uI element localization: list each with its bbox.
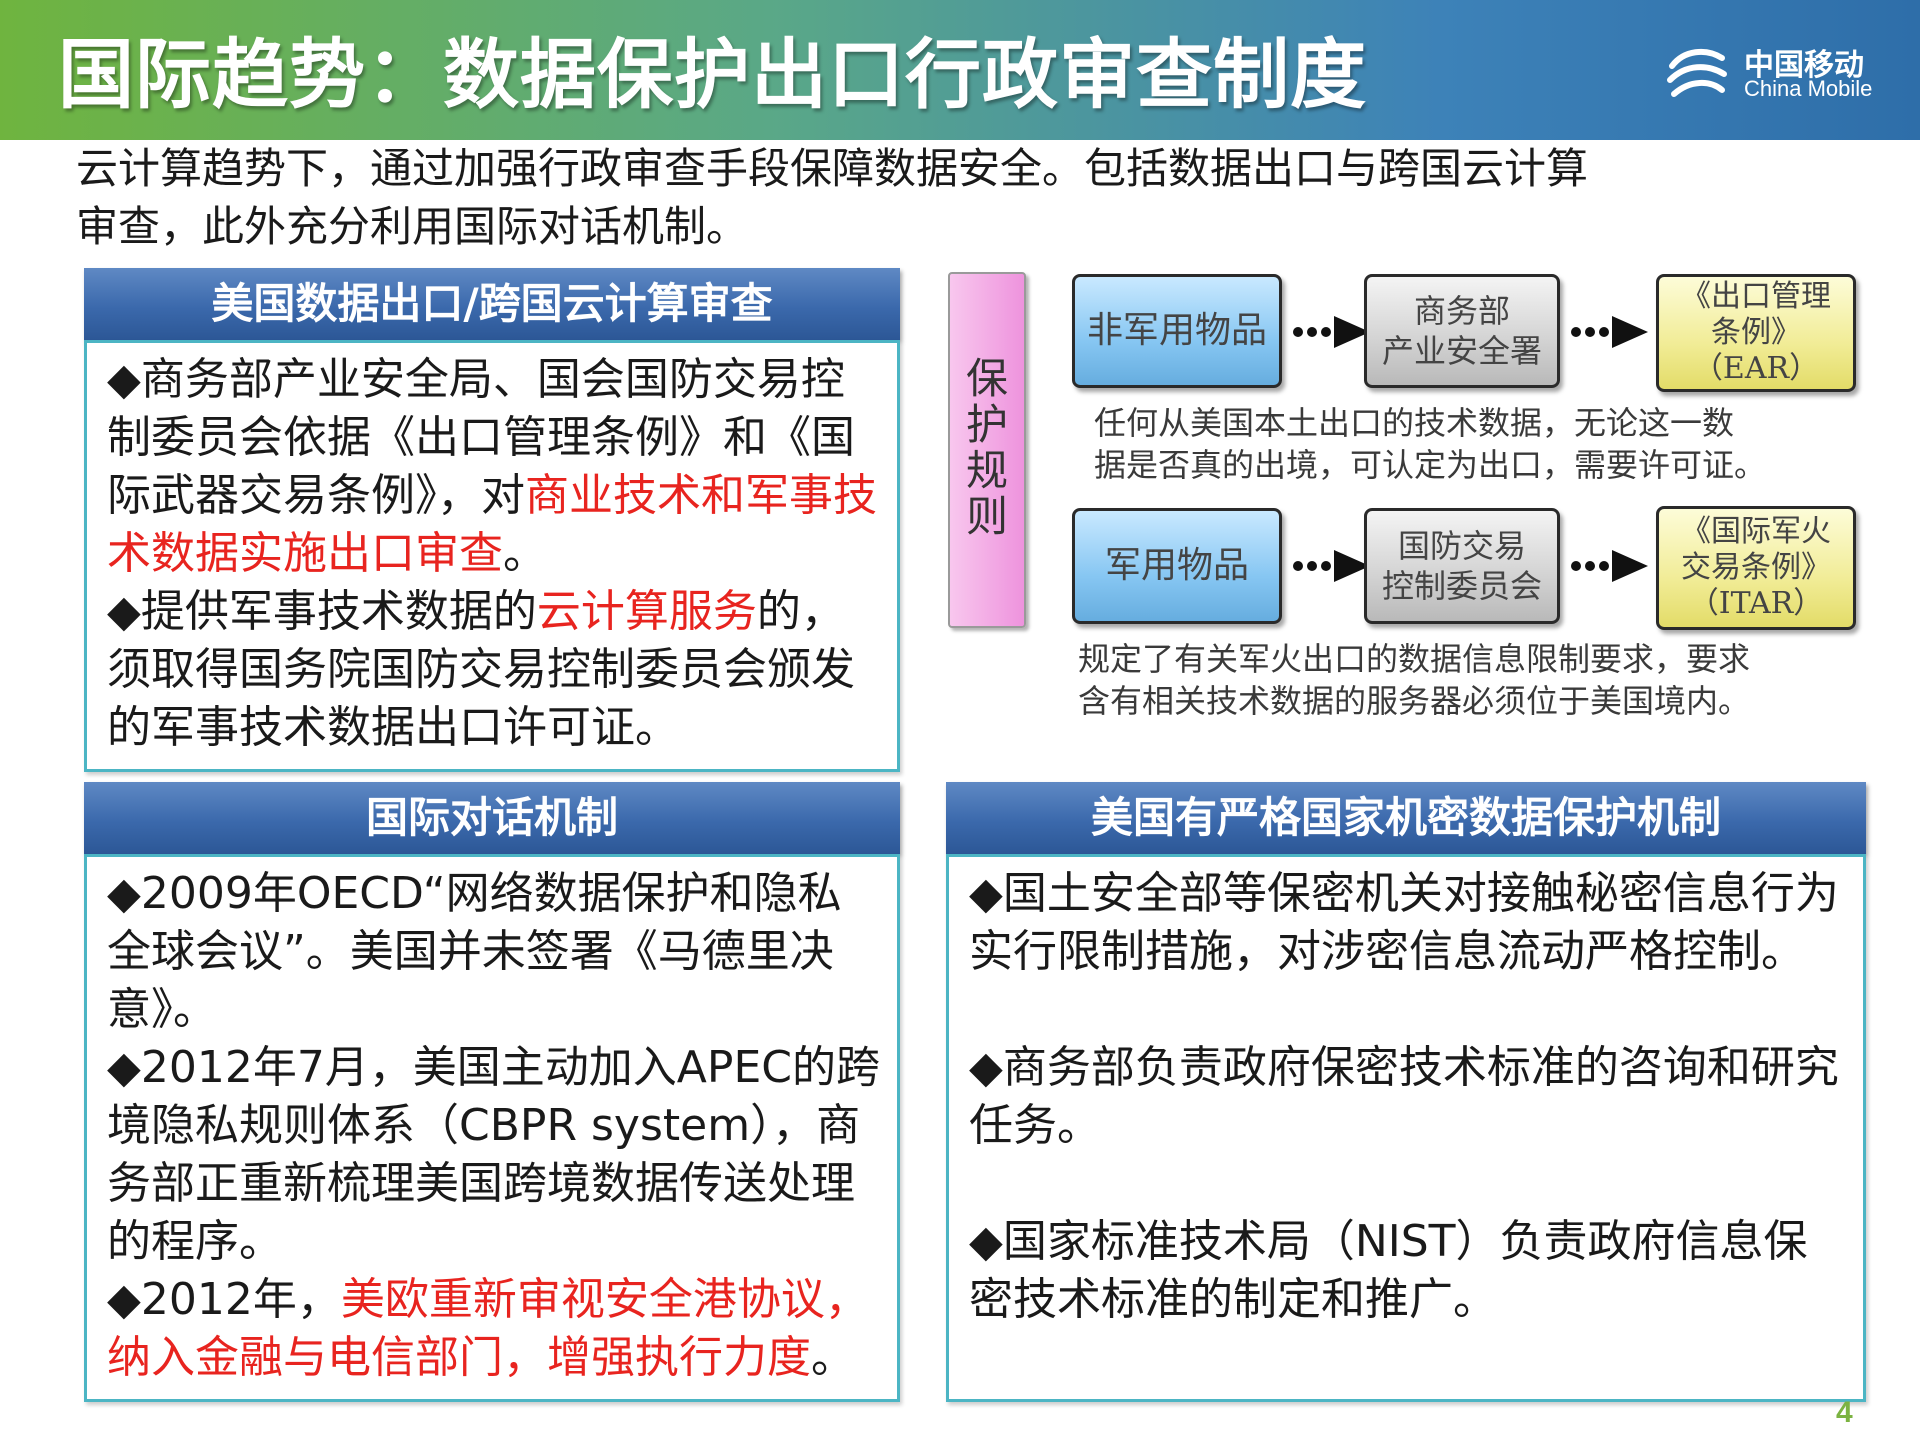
us-export-paragraph-1: ◆商务部产业安全局、国会国防交易控制委员会依据《出口管理条例》和《国际武器交易条…: [107, 351, 881, 583]
dialogue-p3-highlight: 美欧重新审视安全港协议，纳入金融与电信部门，增强执行力度: [107, 1274, 869, 1383]
protection-rules-label: 保护规则: [965, 354, 1008, 541]
military-items-label: 军用物品: [1104, 545, 1249, 586]
ddtc-agency-label: 国防交易 控制委员会: [1381, 527, 1542, 605]
row1-note: 任何从美国本土出口的技术数据，无论这一数 据是否真的出境，可认定为出口，需要许可…: [1094, 404, 1767, 484]
intro-line-2: 审查，此外充分利用国际对话机制。: [76, 202, 749, 251]
panel-body-secret: ◆国土安全部等保密机关对接触秘密信息行为实行限制措施，对涉密信息流动严格控制。 …: [946, 854, 1866, 1402]
us-export-p1-end: 。: [503, 528, 547, 579]
dialogue-p3-end: 。: [811, 1332, 855, 1383]
us-export-p2-end: 的，须取得国务院国防交易控制委员会颁发的军事技术数据出口许可证。: [107, 586, 855, 753]
ear-law-box: 《出口管理 条例》 （EAR）: [1656, 274, 1856, 392]
us-export-p2-text: ◆提供军事技术数据的: [107, 586, 537, 637]
itar-law-label: 《国际军火 交易条例》 （ITAR）: [1681, 514, 1831, 621]
intro-line-1: 云计算趋势下，通过加强行政审查手段保障数据安全。包括数据出口与跨国云计算: [76, 144, 1589, 193]
protection-rules-bar: 保护规则: [948, 272, 1026, 628]
logo-text-en: China Mobile: [1744, 76, 1873, 101]
bis-agency-box: 商务部 产业安全署: [1364, 274, 1560, 388]
row2-note: 规定了有关军火出口的数据信息限制要求，要求 含有相关技术数据的服务器必须位于美国…: [1078, 640, 1751, 720]
us-export-paragraph-2: ◆提供军事技术数据的云计算服务的，须取得国务院国防交易控制委员会颁发的军事技术数…: [107, 583, 881, 757]
title-banner: 国际趋势：数据保护出口行政审查制度 中国移动 China Mobile: [0, 0, 1920, 140]
arrow-right-icon: [1293, 550, 1370, 582]
page-number: 4: [1836, 1396, 1853, 1429]
bis-agency-label: 商务部 产业安全署: [1381, 292, 1542, 370]
logo-text-cn: 中国移动: [1744, 48, 1864, 83]
us-export-p2-highlight: 云计算服务: [536, 586, 757, 637]
panel-header-secret: 美国有严格国家机密数据保护机制: [946, 782, 1866, 854]
panel-body-dialogue: ◆2009年OECD“网络数据保护和隐私全球会议”。美国并未签署《马德里决意》。…: [84, 854, 900, 1402]
panel-header-us-export: 美国数据出口/跨国云计算审查: [84, 268, 900, 340]
intro-text: 云计算趋势下，通过加强行政审查手段保障数据安全。包括数据出口与跨国云计算 审查，…: [76, 140, 1836, 256]
secret-paragraph-2: ◆商务部负责政府保密技术标准的咨询和研究任务。: [969, 1042, 1839, 1151]
us-export-p1-text: ◆商务部产业安全局、国会国防交易控制委员会依据《出口管理条例》和《国际武器交易条…: [107, 354, 855, 521]
china-mobile-logo: 中国移动 China Mobile: [1662, 38, 1882, 108]
itar-law-box: 《国际军火 交易条例》 （ITAR）: [1656, 506, 1856, 630]
us-export-p1-highlight: 商业技术和军事技术数据实施出口审查: [107, 470, 877, 579]
arrow-right-icon: [1571, 550, 1648, 582]
secret-paragraph-3: ◆国家标准技术局（NIST）负责政府信息保密技术标准的制定和推广。: [969, 1216, 1808, 1325]
military-items-box: 军用物品: [1072, 508, 1282, 624]
dialogue-p3-text: ◆2012年，: [107, 1274, 341, 1325]
non-military-items-label: 非军用物品: [1086, 310, 1267, 351]
panel-body-us-export: ◆商务部产业安全局、国会国防交易控制委员会依据《出口管理条例》和《国际武器交易条…: [84, 340, 900, 772]
ear-law-label: 《出口管理 条例》 （EAR）: [1681, 279, 1831, 386]
ddtc-agency-box: 国防交易 控制委员会: [1364, 508, 1560, 624]
dialogue-paragraph-1: ◆2009年OECD“网络数据保护和隐私全球会议”。美国并未签署《马德里决意》。: [107, 868, 842, 1035]
panel-header-dialogue: 国际对话机制: [84, 782, 900, 854]
page-title: 国际趋势：数据保护出口行政审查制度: [58, 30, 1367, 119]
dialogue-paragraph-3: ◆2012年，美欧重新审视安全港协议，纳入金融与电信部门，增强执行力度。: [107, 1271, 881, 1387]
non-military-items-box: 非军用物品: [1072, 274, 1282, 388]
arrow-right-icon: [1571, 316, 1648, 348]
china-mobile-logo-icon: [1667, 48, 1727, 97]
secret-paragraph-1: ◆国土安全部等保密机关对接触秘密信息行为实行限制措施，对涉密信息流动严格控制。: [969, 868, 1839, 977]
dialogue-paragraph-2: ◆2012年7月，美国主动加入APEC的跨境隐私规则体系（CBPR system…: [107, 1042, 880, 1267]
arrow-right-icon: [1293, 316, 1370, 348]
